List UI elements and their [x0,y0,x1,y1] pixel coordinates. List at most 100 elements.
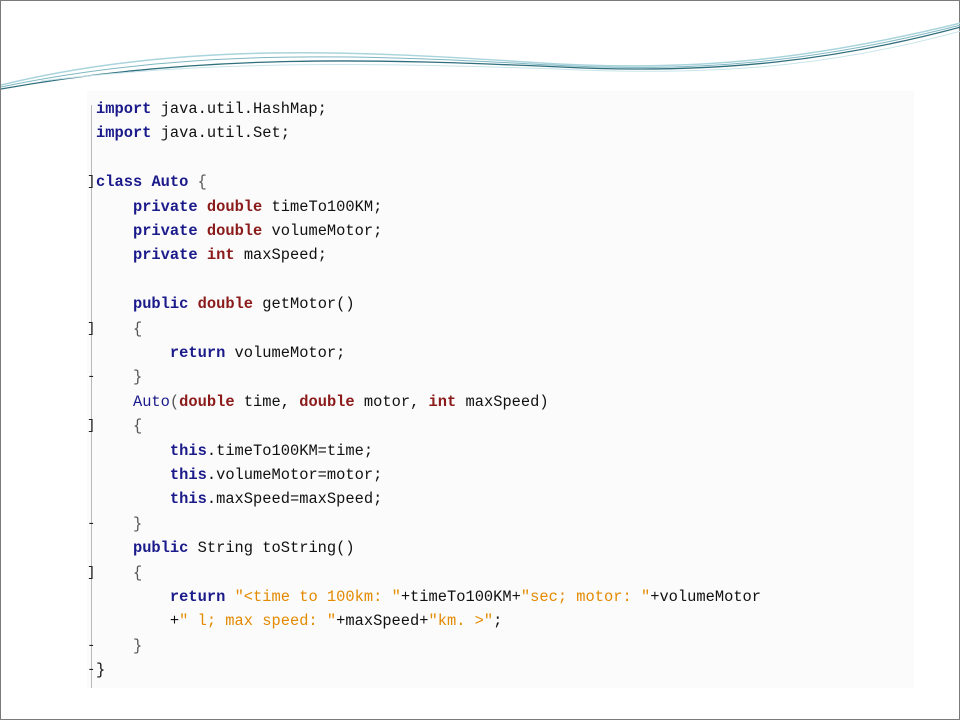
code-line: } [96,658,105,682]
fold-marker-icon[interactable]: ] [87,174,96,191]
code-token: " l; max speed: " [179,612,337,631]
code-token: double [206,197,263,216]
code-token: String toString() [188,539,355,558]
fold-gutter [91,105,92,688]
code-line: } [96,365,142,389]
code-token: return [169,588,226,606]
fold-marker-icon[interactable]: ] [87,320,96,337]
code-line: return volumeMotor; [96,341,346,365]
code-token: this [169,466,207,484]
code-token [198,246,207,264]
code-token: { [188,173,207,192]
code-token: public [132,539,189,558]
code-token: int [428,392,457,411]
code-token: "sec; motor: " [520,588,651,606]
code-token: .maxSpeed=maxSpeed; [206,490,383,509]
fold-marker-icon[interactable]: - [87,515,96,532]
code-line: { [96,561,142,585]
code-token [96,466,170,484]
code-token: motor, [354,392,429,411]
code-line: this.maxSpeed=maxSpeed; [96,487,382,511]
code-token: { [96,319,143,338]
code-line: { [96,414,142,438]
code-line: } [96,634,142,658]
code-token: return [169,344,226,362]
code-line: public double getMotor() [96,292,355,316]
code-token [225,588,234,606]
fold-marker-icon[interactable]: ] [87,418,96,435]
code-token: double [299,392,355,411]
code-token: timeTo100KM; [262,197,383,216]
code-token [96,393,133,411]
code-token [198,222,207,240]
code-line: } [96,512,142,536]
decorative-waves [1,22,960,90]
fold-marker-icon[interactable]: ] [87,564,96,581]
code-token: double [179,392,235,411]
code-line: { [96,317,142,341]
code-token: { [96,417,143,436]
code-token: this [169,441,207,460]
code-token [96,344,170,362]
fold-marker-icon[interactable]: - [87,369,96,386]
code-token: Auto [151,173,189,192]
code-token: } [96,636,143,655]
code-token: ; [493,612,503,631]
fold-marker-icon[interactable]: - [87,662,96,679]
code-token: +timeTo100KM+ [400,588,521,606]
code-token [96,539,133,557]
code-token: .timeTo100KM=time; [206,441,374,460]
code-editor-panel: import java.util.HashMap;import java.uti… [87,91,914,688]
code-token: double [206,222,263,240]
code-token [188,295,197,313]
code-token: + [96,612,180,631]
code-token: } [96,661,106,680]
code-token: import [96,100,152,118]
code-line: Auto(double time, double motor, int maxS… [96,390,549,414]
code-token: "<time to 100km: " [234,588,401,606]
code-token: ( [169,392,180,411]
code-token: private [132,246,198,265]
code-token [96,295,133,313]
code-line: this.volumeMotor=motor; [96,463,382,487]
code-token: double [197,295,254,314]
code-token: int [206,246,235,265]
code-token: class [96,173,143,192]
code-line: import java.util.Set; [96,121,290,145]
code-token: .volumeMotor=motor; [206,466,383,484]
code-line: private double volumeMotor; [96,219,382,243]
code-token: getMotor() [253,295,355,314]
fold-marker-icon[interactable]: - [87,637,96,654]
code-token: private [132,222,198,240]
code-line: public String toString() [96,536,355,560]
code-token: java.util.HashMap; [151,100,327,118]
code-line: class Auto { [96,170,207,194]
code-token: "km. >" [428,612,494,631]
code-token [96,198,133,216]
code-token: Auto [132,392,170,411]
code-token: +maxSpeed+ [336,612,429,631]
code-token [198,198,207,216]
code-line: private int maxSpeed; [96,243,327,267]
code-token [96,490,170,508]
code-token: { [96,563,143,582]
code-line: this.timeTo100KM=time; [96,439,373,463]
code-token [96,588,170,606]
code-token [96,442,170,460]
code-line: private double timeTo100KM; [96,195,382,219]
code-token: public [132,295,189,314]
code-token: this [169,490,207,509]
code-token: +volumeMotor [650,588,762,606]
code-line: +" l; max speed: "+maxSpeed+"km. >"; [96,609,503,633]
code-token: java.util.Set; [151,124,290,143]
code-token [96,222,133,240]
code-token: maxSpeed; [234,246,327,265]
code-token: private [132,197,198,216]
code-token: import [96,124,152,143]
code-line: return "<time to 100km: "+timeTo100KM+"s… [96,585,761,609]
code-token [96,246,133,264]
code-token: time, [234,392,300,411]
code-token: } [96,514,143,533]
code-token: maxSpeed) [456,392,549,411]
